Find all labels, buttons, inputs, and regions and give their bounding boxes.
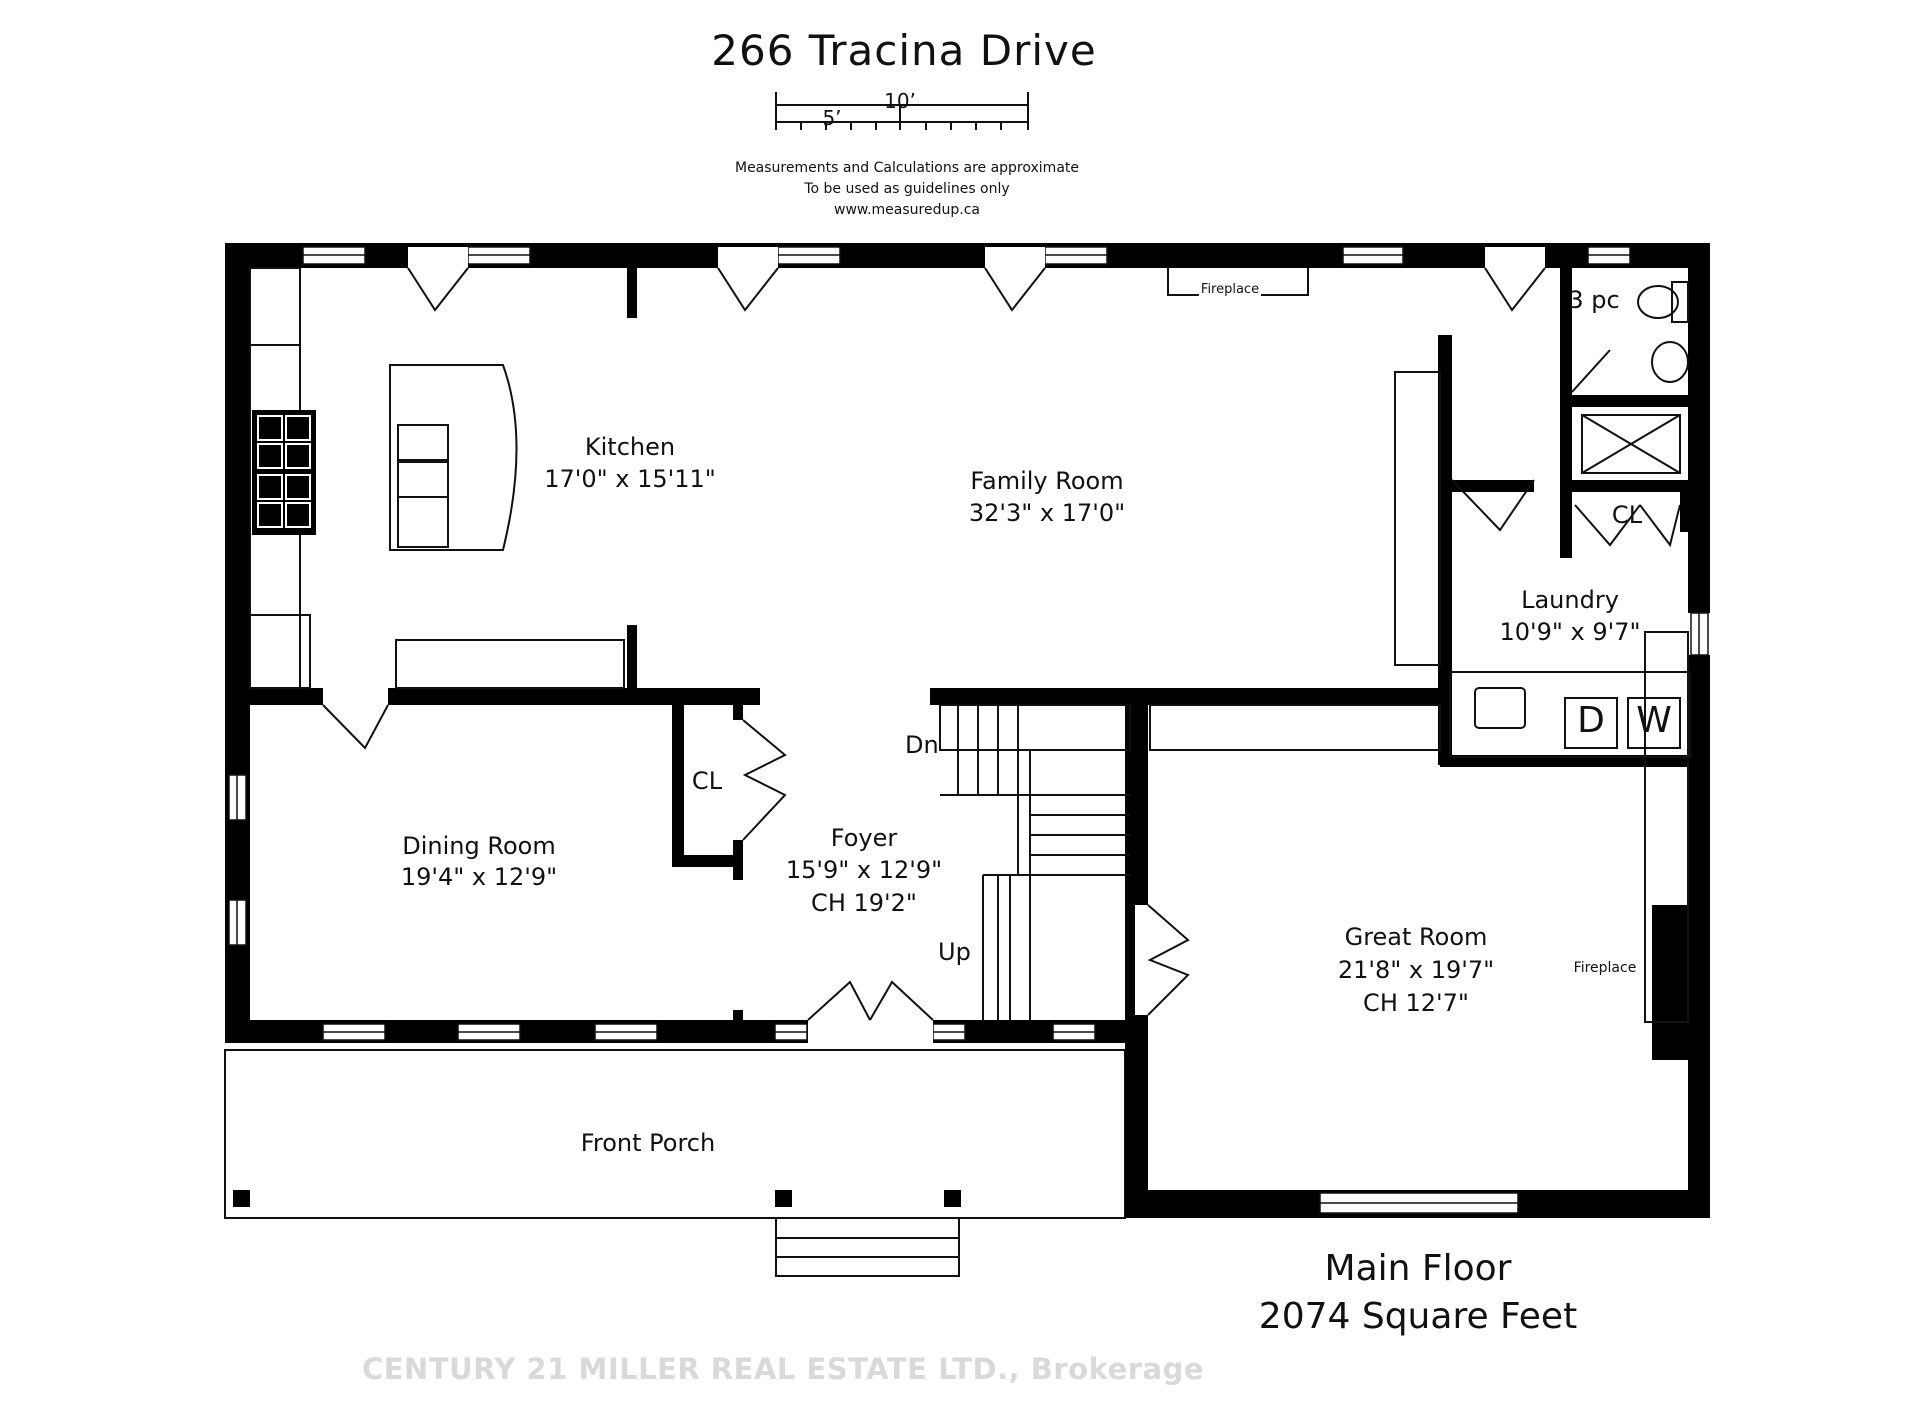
stairs-up-label: Up xyxy=(938,938,971,966)
disclaimer-line-2: To be used as guidelines only xyxy=(804,181,1010,197)
room-laundry-name: Laundry xyxy=(1521,586,1619,614)
room-kitchen-size: 17'0" x 15'11" xyxy=(544,465,716,493)
room-dining-size: 19'4" x 12'9" xyxy=(400,863,558,891)
room-kitchen-name: Kitchen xyxy=(584,433,676,461)
burner-grates xyxy=(257,415,311,528)
room-great-name: Great Room xyxy=(1344,923,1488,951)
doors xyxy=(322,247,1681,1043)
range-burners xyxy=(252,410,316,535)
room-porch-name: Front Porch xyxy=(580,1129,716,1157)
room-dining-name: Dining Room xyxy=(402,832,556,860)
room-family-size: 32'3" x 17'0" xyxy=(968,499,1126,527)
dryer-label: D xyxy=(1577,700,1605,741)
brokerage-watermark: CENTURY 21 MILLER REAL ESTATE LTD., Brok… xyxy=(361,1352,1205,1386)
room-great-size: 21'8" x 19'7" xyxy=(1337,956,1495,984)
fireplace-label-top: Fireplace xyxy=(1198,282,1262,297)
walls xyxy=(225,243,1710,1218)
stairs-down-label: Dn xyxy=(905,731,939,759)
scale-label-5ft: 5’ xyxy=(822,106,842,130)
stairs xyxy=(939,704,1131,1020)
room-laundry-size: 10'9" x 9'7" xyxy=(1499,618,1641,646)
scale-label-10ft: 10’ xyxy=(884,89,916,113)
closet-label-foyer: CL xyxy=(691,767,723,795)
room-great-ceiling: CH 12'7" xyxy=(1363,989,1469,1017)
porch-posts xyxy=(233,1190,961,1207)
room-family-name: Family Room xyxy=(970,467,1124,495)
laundry-bath-fixtures xyxy=(1149,281,1691,1023)
room-foyer-size: 15'9" x 12'9" xyxy=(785,856,943,884)
floor-name: Main Floor xyxy=(1324,1248,1512,1289)
room-foyer-ceiling: CH 19'2" xyxy=(811,889,917,917)
front-porch xyxy=(224,1049,1126,1277)
kitchen-fixtures xyxy=(249,267,1441,689)
windows xyxy=(228,246,1709,1214)
washer-label: W xyxy=(1636,700,1672,741)
fireplace-label-right: Fireplace xyxy=(1573,960,1637,976)
room-foyer-name: Foyer xyxy=(830,824,898,852)
bathroom-label: 3 pc xyxy=(1568,286,1620,314)
disclaimer-website: www.measuredup.ca xyxy=(834,202,980,218)
property-address-title: 266 Tracina Drive xyxy=(711,26,1097,75)
disclaimer-line-1: Measurements and Calculations are approx… xyxy=(734,160,1080,176)
scale-bar xyxy=(775,92,1029,130)
closet-label-laundry: CL xyxy=(1611,501,1643,529)
fireplace-right-hearth xyxy=(1652,905,1688,1060)
floor-area: 2074 Square Feet xyxy=(1258,1296,1578,1337)
